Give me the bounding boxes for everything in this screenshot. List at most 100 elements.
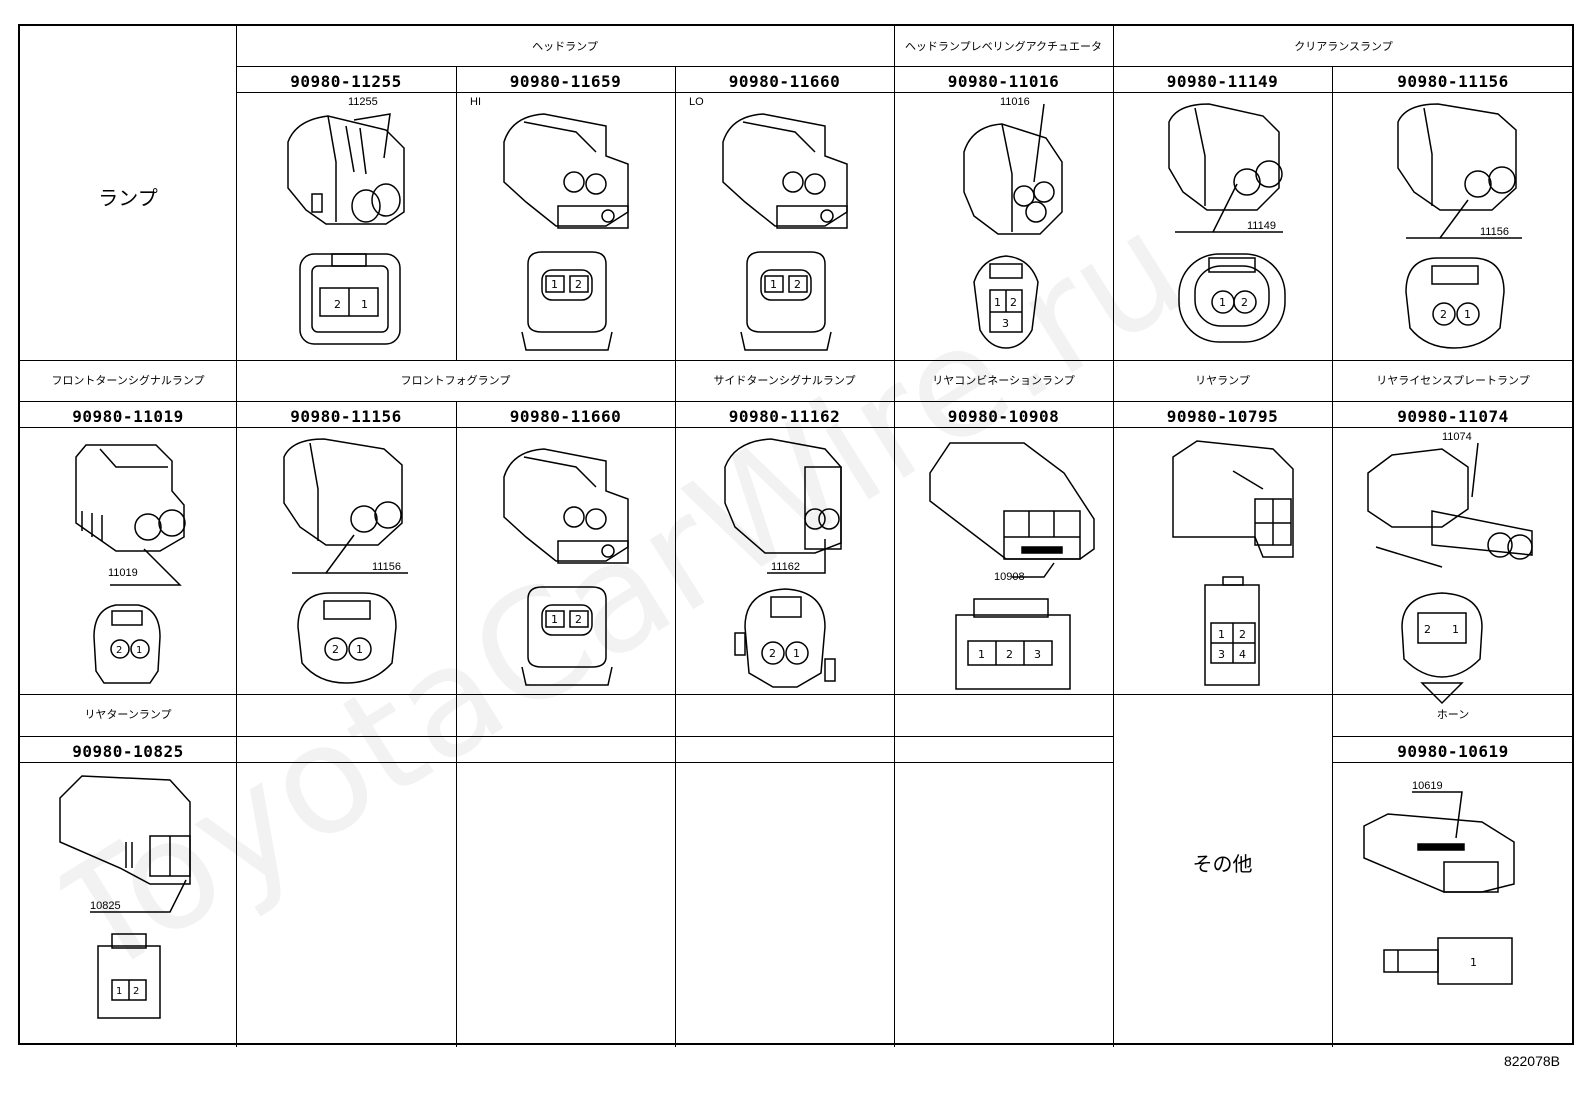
pin-number: 2 <box>116 645 122 656</box>
category-title: リヤライセンスプレートランプ <box>1376 374 1530 387</box>
pn-cell: 90980-10619 <box>1332 736 1574 762</box>
part-number: 90980-10619 <box>1397 742 1509 761</box>
pin-number: 1 <box>1464 308 1471 321</box>
figure-code: 822078B <box>1503 1053 1560 1069</box>
pin-number: 1 <box>1219 296 1226 309</box>
hi-tag: HI <box>470 96 481 108</box>
connector-drawing-11162: 11162 2 1 <box>675 427 894 694</box>
part-number: 90980-11016 <box>947 72 1060 91</box>
part-number: 90980-11660 <box>509 407 622 426</box>
pn-cell: 90980-11074 <box>1332 401 1574 427</box>
pin-number: 1 <box>1470 956 1477 969</box>
row1-label-cell: ランプ <box>20 26 236 360</box>
lo-tag: LO <box>689 96 704 108</box>
pin-number: 2 <box>133 986 139 997</box>
pin-number: 2 <box>575 613 582 626</box>
category-title: サイドターンシグナルランプ <box>713 374 856 387</box>
connector-drawing-10825: 10825 1 2 <box>20 762 236 1047</box>
pin-number: 2 <box>1440 308 1447 321</box>
part-number: 90980-11659 <box>509 72 622 91</box>
pn-cell: 90980-11660 <box>456 401 675 427</box>
pn-cell: 90980-11255 <box>236 66 456 92</box>
pin-number: 2 <box>1239 628 1246 641</box>
pin-number: 1 <box>116 986 122 997</box>
category-cell: フロントフォグランプ <box>236 360 675 401</box>
other-label: その他 <box>1192 852 1253 876</box>
clearance-title: クリアランスランプ <box>1294 40 1393 53</box>
pin-number: 1 <box>551 278 558 291</box>
pin-number: 1 <box>793 647 800 660</box>
connector-side-view: 1 2 3 <box>963 103 1063 349</box>
pin-number: 2 <box>769 647 776 660</box>
part-number: 90980-11255 <box>290 72 402 91</box>
connector-side-view: 2 1 <box>283 438 408 684</box>
connector-table: ランプ ヘッドランプ ヘッドランプレベリングアクチュエータ クリアランスランプ … <box>18 24 1574 1047</box>
callout-label: 11016 <box>1000 96 1030 108</box>
connector-drawing-11659: HI 1 2 <box>456 92 675 360</box>
pin-number: 1 <box>551 613 558 626</box>
category-cell: フロントターンシグナルランプ <box>20 360 236 401</box>
connector-side-view: 2 1 <box>724 438 842 688</box>
category-title: リヤターンランプ <box>84 708 172 721</box>
connector-drawing-11156: 11156 2 1 <box>236 427 456 694</box>
pin-number: 2 <box>1424 623 1431 636</box>
pn-cell: 90980-11659 <box>456 66 675 92</box>
connector-side-view: 1 2 3 <box>929 442 1095 690</box>
connector-side-view: 1 2 <box>59 775 191 1019</box>
pin-number: 2 <box>575 278 582 291</box>
category-cell: リヤランプ <box>1113 360 1332 401</box>
pin-number: 2 <box>1241 296 1248 309</box>
category-cell: リヤライセンスプレートランプ <box>1332 360 1574 401</box>
pn-cell: 90980-10908 <box>894 401 1113 427</box>
part-number: 90980-10825 <box>72 742 184 761</box>
connector-side-view: 2 1 <box>1367 442 1533 705</box>
category-cell: サイドターンシグナルランプ <box>675 360 894 401</box>
callout-label: 10825 <box>90 900 121 912</box>
category-cell: リヤコンビネーションランプ <box>894 360 1113 401</box>
pn-cell: 90980-11156 <box>236 401 456 427</box>
connector-drawing-10619: 10619 1 <box>1332 762 1574 1047</box>
pin-number: 3 <box>1002 317 1009 330</box>
pin-number: 2 <box>332 643 339 656</box>
callout-label: 11149 <box>1247 220 1276 232</box>
pin-number: 1 <box>136 645 142 656</box>
connector-drawing-11149: 11149 1 2 <box>1113 92 1332 360</box>
connector-drawing-10795: 1 2 3 4 <box>1113 427 1332 694</box>
connector-side-view: 2 1 <box>75 444 186 684</box>
pin-number: 2 <box>794 278 801 291</box>
category-cell: ホーン <box>1332 694 1574 736</box>
category-title: ホーン <box>1436 708 1470 721</box>
pn-cell: 90980-11149 <box>1113 66 1332 92</box>
pn-cell: 90980-10795 <box>1113 401 1332 427</box>
callout-label: 11074 <box>1442 431 1472 443</box>
part-number: 90980-11660 <box>728 72 841 91</box>
pin-number: 1 <box>994 296 1001 309</box>
pn-cell: 90980-10825 <box>20 736 236 762</box>
pin-number: 1 <box>770 278 777 291</box>
callout-label: 11162 <box>771 561 800 573</box>
connector-drawing-11660: LO 1 2 <box>675 92 894 360</box>
pin-number: 3 <box>1218 648 1225 661</box>
other-cell: その他 <box>1113 694 1332 1047</box>
part-number: 90980-10908 <box>947 407 1060 426</box>
part-number: 90980-11156 <box>1397 72 1509 91</box>
connector-drawing-11660: 1 2 <box>456 427 675 694</box>
pin-number: 2 <box>1010 296 1017 309</box>
pin-number: 1 <box>1218 628 1225 641</box>
callout-label: 11156 <box>1480 226 1509 238</box>
leveling-header: ヘッドランプレベリングアクチュエータ <box>894 26 1113 66</box>
part-number: 90980-11074 <box>1397 407 1509 426</box>
pin-number: 1 <box>1452 623 1459 636</box>
pin-number: 2 <box>334 298 341 311</box>
connector-side-view: 2 1 <box>1397 103 1522 349</box>
callout-label: 11019 <box>108 567 138 579</box>
category-title: リヤコンビネーションランプ <box>932 374 1075 387</box>
category-cell: リヤターンランプ <box>20 694 236 736</box>
connector-drawing-11156: 11156 2 1 <box>1332 92 1574 360</box>
part-number: 90980-10795 <box>1166 407 1279 426</box>
pn-cell: 90980-11660 <box>675 66 894 92</box>
part-number: 90980-11019 <box>72 407 184 426</box>
pin-number: 4 <box>1239 648 1246 661</box>
pin-number: 1 <box>978 648 985 661</box>
part-number: 90980-11149 <box>1166 72 1279 91</box>
